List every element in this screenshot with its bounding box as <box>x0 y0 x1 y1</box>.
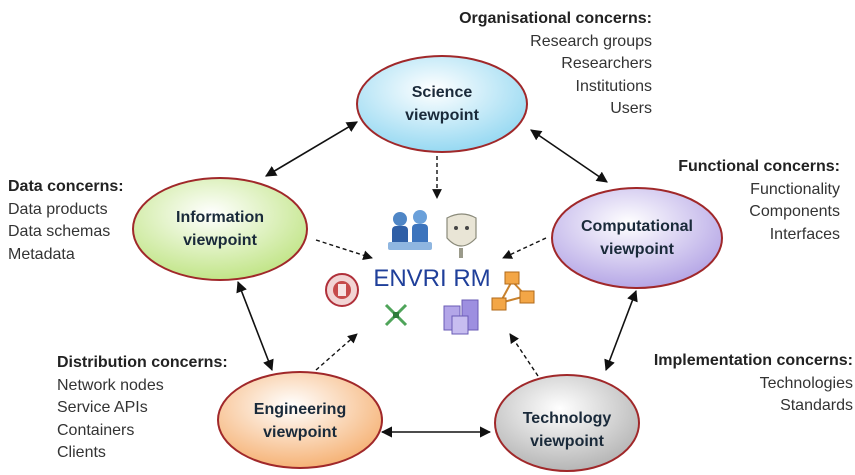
distribution-item: Clients <box>57 444 106 461</box>
distribution-item: Containers <box>57 421 135 439</box>
engineering-viewpoint: Engineering viewpoint <box>217 371 383 469</box>
implementation-item: Standards <box>780 397 853 414</box>
engineering-viewpoint-line2: viewpoint <box>263 424 337 441</box>
technology-viewpoint-line1: Technology <box>523 410 612 427</box>
arrow-computational-technology <box>604 289 638 372</box>
implementation-item: Technologies <box>759 374 853 392</box>
functional-concerns: Functional concerns: Functionality Compo… <box>678 156 840 246</box>
computational-viewpoint-line2: viewpoint <box>600 241 674 258</box>
engineering-viewpoint-line1: Engineering <box>254 401 346 418</box>
organisational-concerns-heading: Organisational concerns: <box>459 10 652 27</box>
arrow-information-engineering <box>236 280 274 372</box>
functional-item: Functionality <box>750 180 840 198</box>
implementation-concerns-heading: Implementation concerns: <box>653 352 853 369</box>
mask-icon <box>446 213 477 258</box>
envri-rm-label: ENVRI RM <box>373 265 490 292</box>
organisational-item: Research groups <box>530 32 652 50</box>
data-item: Metadata <box>8 245 75 263</box>
arrow-science-information <box>265 121 358 177</box>
dashed-arrow-computational <box>502 237 547 259</box>
dashed-arrow-engineering <box>315 333 358 371</box>
arrows-inward-icon <box>384 303 408 327</box>
gear-document-icon <box>325 273 359 307</box>
dashed-arrow-information <box>315 239 373 260</box>
computational-viewpoint-line1: Computational <box>581 218 693 235</box>
data-item: Data products <box>8 200 108 218</box>
organisational-concerns: Organisational concerns: Research groups… <box>459 8 652 121</box>
people-group-icon <box>388 210 432 250</box>
computational-viewpoint: Computational viewpoint <box>551 187 723 289</box>
technology-viewpoint: Technology viewpoint <box>494 374 640 472</box>
servers-icon <box>443 299 479 335</box>
distribution-item: Network nodes <box>57 376 164 394</box>
distribution-item: Service APIs <box>57 399 148 416</box>
functional-concerns-heading: Functional concerns: <box>678 158 840 175</box>
information-viewpoint-line2: viewpoint <box>183 232 257 249</box>
dashed-arrow-technology <box>509 333 539 377</box>
network-nodes-icon <box>491 271 535 311</box>
science-viewpoint-line1: Science <box>412 84 473 101</box>
organisational-item: Institutions <box>575 77 652 95</box>
data-concerns-heading: Data concerns: <box>8 178 124 195</box>
organisational-item: Researchers <box>561 55 652 72</box>
information-viewpoint-line1: Information <box>176 209 264 226</box>
functional-item: Components <box>749 203 840 220</box>
science-viewpoint-line2: viewpoint <box>405 107 479 124</box>
organisational-item: Users <box>610 100 652 117</box>
arrow-science-computational <box>530 129 608 183</box>
data-concerns: Data concerns: Data products Data schema… <box>8 176 124 266</box>
data-item: Data schemas <box>8 223 111 240</box>
distribution-concerns: Distribution concerns: Network nodes Ser… <box>57 352 228 465</box>
functional-item: Interfaces <box>769 225 840 243</box>
science-viewpoint: Science viewpoint <box>356 55 528 153</box>
implementation-concerns: Implementation concerns: Technologies St… <box>654 350 853 418</box>
distribution-concerns-heading: Distribution concerns: <box>57 354 228 371</box>
technology-viewpoint-line2: viewpoint <box>530 433 604 450</box>
information-viewpoint: Information viewpoint <box>132 177 308 281</box>
